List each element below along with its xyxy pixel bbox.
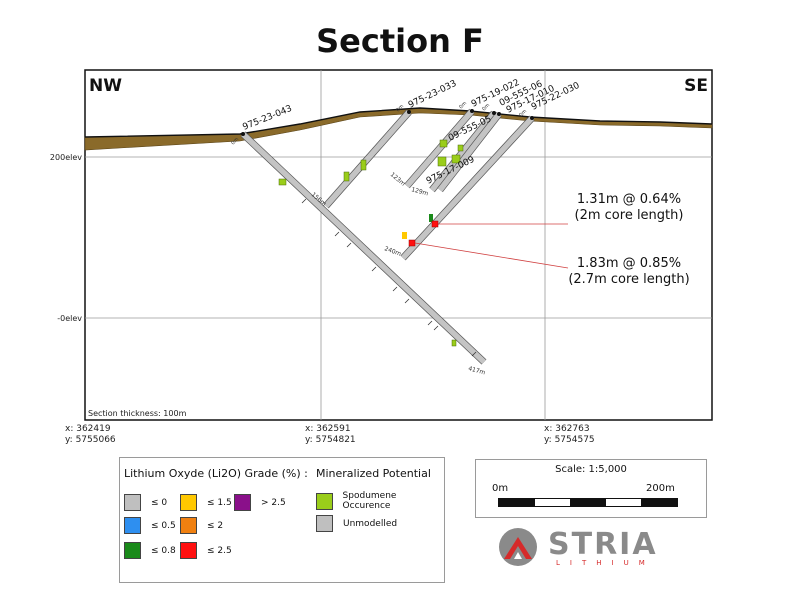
section-thickness-label: Section thickness: 100m bbox=[88, 409, 187, 418]
coordinate-2-x: x: 362591 bbox=[305, 424, 351, 434]
legend-grade-item: ≤ 2.5 bbox=[180, 542, 232, 559]
legend-grade-item: > 2.5 bbox=[234, 494, 286, 511]
scale-bar bbox=[498, 498, 678, 507]
logo-tagline: LITHIUM bbox=[556, 559, 655, 567]
collar-975-23-043 bbox=[241, 132, 245, 136]
coordinate-3: x: 362763 y: 5754575 bbox=[544, 424, 595, 446]
elevation-label-200: 200elev bbox=[50, 153, 82, 162]
coordinate-2-y: y: 5754821 bbox=[305, 435, 356, 445]
coordinate-3-y: y: 5754575 bbox=[544, 435, 595, 445]
orientation-right: SE bbox=[684, 76, 708, 96]
legend-grade-title: Lithium Oxyde (Li2O) Grade (%) : bbox=[124, 467, 308, 480]
collar-975-22-030 bbox=[530, 116, 534, 120]
coordinate-1-x: x: 362419 bbox=[65, 424, 111, 434]
logo-name: STRIA bbox=[548, 527, 658, 562]
drill-hole-975-23-033-fill bbox=[323, 110, 412, 208]
collar-975-19-022 bbox=[470, 109, 474, 113]
topography-line bbox=[84, 107, 713, 138]
scale-start-label: 0m bbox=[492, 483, 509, 494]
depth-label-417m: 417m bbox=[467, 365, 486, 376]
drill-hole-975-17-010-fill bbox=[437, 112, 502, 192]
legend-grade-item: ≤ 0 bbox=[124, 494, 167, 511]
legend-potential-item: Unmodelled bbox=[316, 515, 397, 532]
drill-hole-975-22-030-fill bbox=[400, 116, 535, 260]
legend-swatch bbox=[180, 542, 197, 559]
legend-grade-label: ≤ 0.8 bbox=[151, 545, 176, 556]
legend-grade-item: ≤ 1.5 bbox=[180, 494, 232, 511]
spodumene-segment bbox=[360, 159, 367, 171]
intercept-value-2: 1.83m @ 0.85% bbox=[577, 256, 681, 271]
legend-swatch bbox=[316, 492, 333, 510]
orientation-left: NW bbox=[89, 76, 122, 96]
legend-swatch bbox=[124, 542, 141, 559]
scale-box: Scale: 1:5,000 0m 200m bbox=[475, 459, 707, 518]
legend-swatch bbox=[180, 494, 197, 511]
grade-marker-red bbox=[408, 239, 416, 247]
legend-grade-label: ≤ 2.5 bbox=[207, 545, 232, 556]
coordinate-1-y: y: 5755066 bbox=[65, 435, 116, 445]
stria-logo: STRIA LITHIUM bbox=[496, 525, 666, 571]
depth-label-0m: 0m bbox=[518, 108, 528, 118]
legend-swatch bbox=[124, 517, 141, 534]
coordinate-3-x: x: 362763 bbox=[544, 424, 590, 434]
grade-marker-red bbox=[431, 220, 439, 228]
depth-label-0m: 0m bbox=[458, 100, 468, 110]
stria-mark-icon bbox=[499, 528, 537, 566]
grade-marker-green bbox=[429, 214, 433, 222]
legend-grade-label: ≤ 0.5 bbox=[151, 520, 176, 531]
spodumene-segment bbox=[278, 178, 287, 186]
spodumene-segment bbox=[437, 156, 447, 167]
intercept-note-2: (2.7m core length) bbox=[568, 272, 689, 287]
spodumene-occurrences bbox=[278, 139, 464, 347]
grade-marker-yellow bbox=[402, 232, 407, 239]
intercept-note-1: (2m core length) bbox=[575, 208, 684, 223]
coordinate-1: x: 362419 y: 5755066 bbox=[65, 424, 116, 446]
legend-potential-title: Mineralized Potential bbox=[316, 467, 431, 480]
legend-swatch bbox=[180, 517, 197, 534]
depth-label-0m: 0m bbox=[481, 102, 491, 112]
drill-hole-975-23-043-fill bbox=[241, 131, 486, 365]
legend-potential-label: Spodumene Occurence bbox=[342, 491, 397, 511]
legend-grade-label: ≤ 1.5 bbox=[207, 497, 232, 508]
spodumene-segment bbox=[451, 154, 461, 164]
legend-potential-item: Spodumene Occurence bbox=[316, 491, 444, 511]
spodumene-segment bbox=[343, 171, 350, 182]
intercept-leader-2 bbox=[414, 242, 569, 269]
coordinate-2: x: 362591 y: 5754821 bbox=[305, 424, 356, 446]
drill-hole-09-555-06-fill bbox=[429, 111, 497, 192]
spodumene-segment bbox=[439, 139, 448, 148]
section-title: Section F bbox=[316, 22, 484, 60]
collar-markers bbox=[241, 109, 534, 136]
intercept-value-1: 1.31m @ 0.64% bbox=[577, 192, 681, 207]
depth-label-129m: 129m bbox=[410, 186, 429, 197]
legend-swatch bbox=[316, 515, 333, 532]
spodumene-segment bbox=[451, 339, 457, 347]
legend: Lithium Oxyde (Li2O) Grade (%) : Mineral… bbox=[119, 457, 445, 583]
legend-potential-label: Unmodelled bbox=[343, 518, 398, 529]
drill-hole-975-19-022-fill bbox=[404, 109, 475, 188]
legend-grade-item: ≤ 0.5 bbox=[124, 517, 176, 534]
spodumene-segment bbox=[457, 144, 464, 152]
depth-label-0m: 0m bbox=[395, 103, 405, 113]
collar-975-17-010 bbox=[497, 112, 501, 116]
collar-975-23-033 bbox=[407, 110, 411, 114]
hole-ticks bbox=[301, 198, 477, 357]
legend-grade-label: ≤ 2 bbox=[207, 520, 224, 531]
legend-grade-item: ≤ 2 bbox=[180, 517, 223, 534]
depth-label-0m: 0m bbox=[230, 136, 240, 146]
legend-grade-label: > 2.5 bbox=[261, 497, 286, 508]
legend-swatch bbox=[124, 494, 141, 511]
scale-end-label: 200m bbox=[646, 483, 675, 494]
legend-grade-item: ≤ 0.8 bbox=[124, 542, 176, 559]
scale-title: Scale: 1:5,000 bbox=[555, 464, 627, 475]
elevation-label-0: -0elev bbox=[57, 314, 82, 323]
legend-swatch bbox=[234, 494, 251, 511]
legend-grade-label: ≤ 0 bbox=[151, 497, 168, 508]
drill-holes bbox=[240, 108, 535, 365]
collar-09-555-06 bbox=[492, 111, 496, 115]
